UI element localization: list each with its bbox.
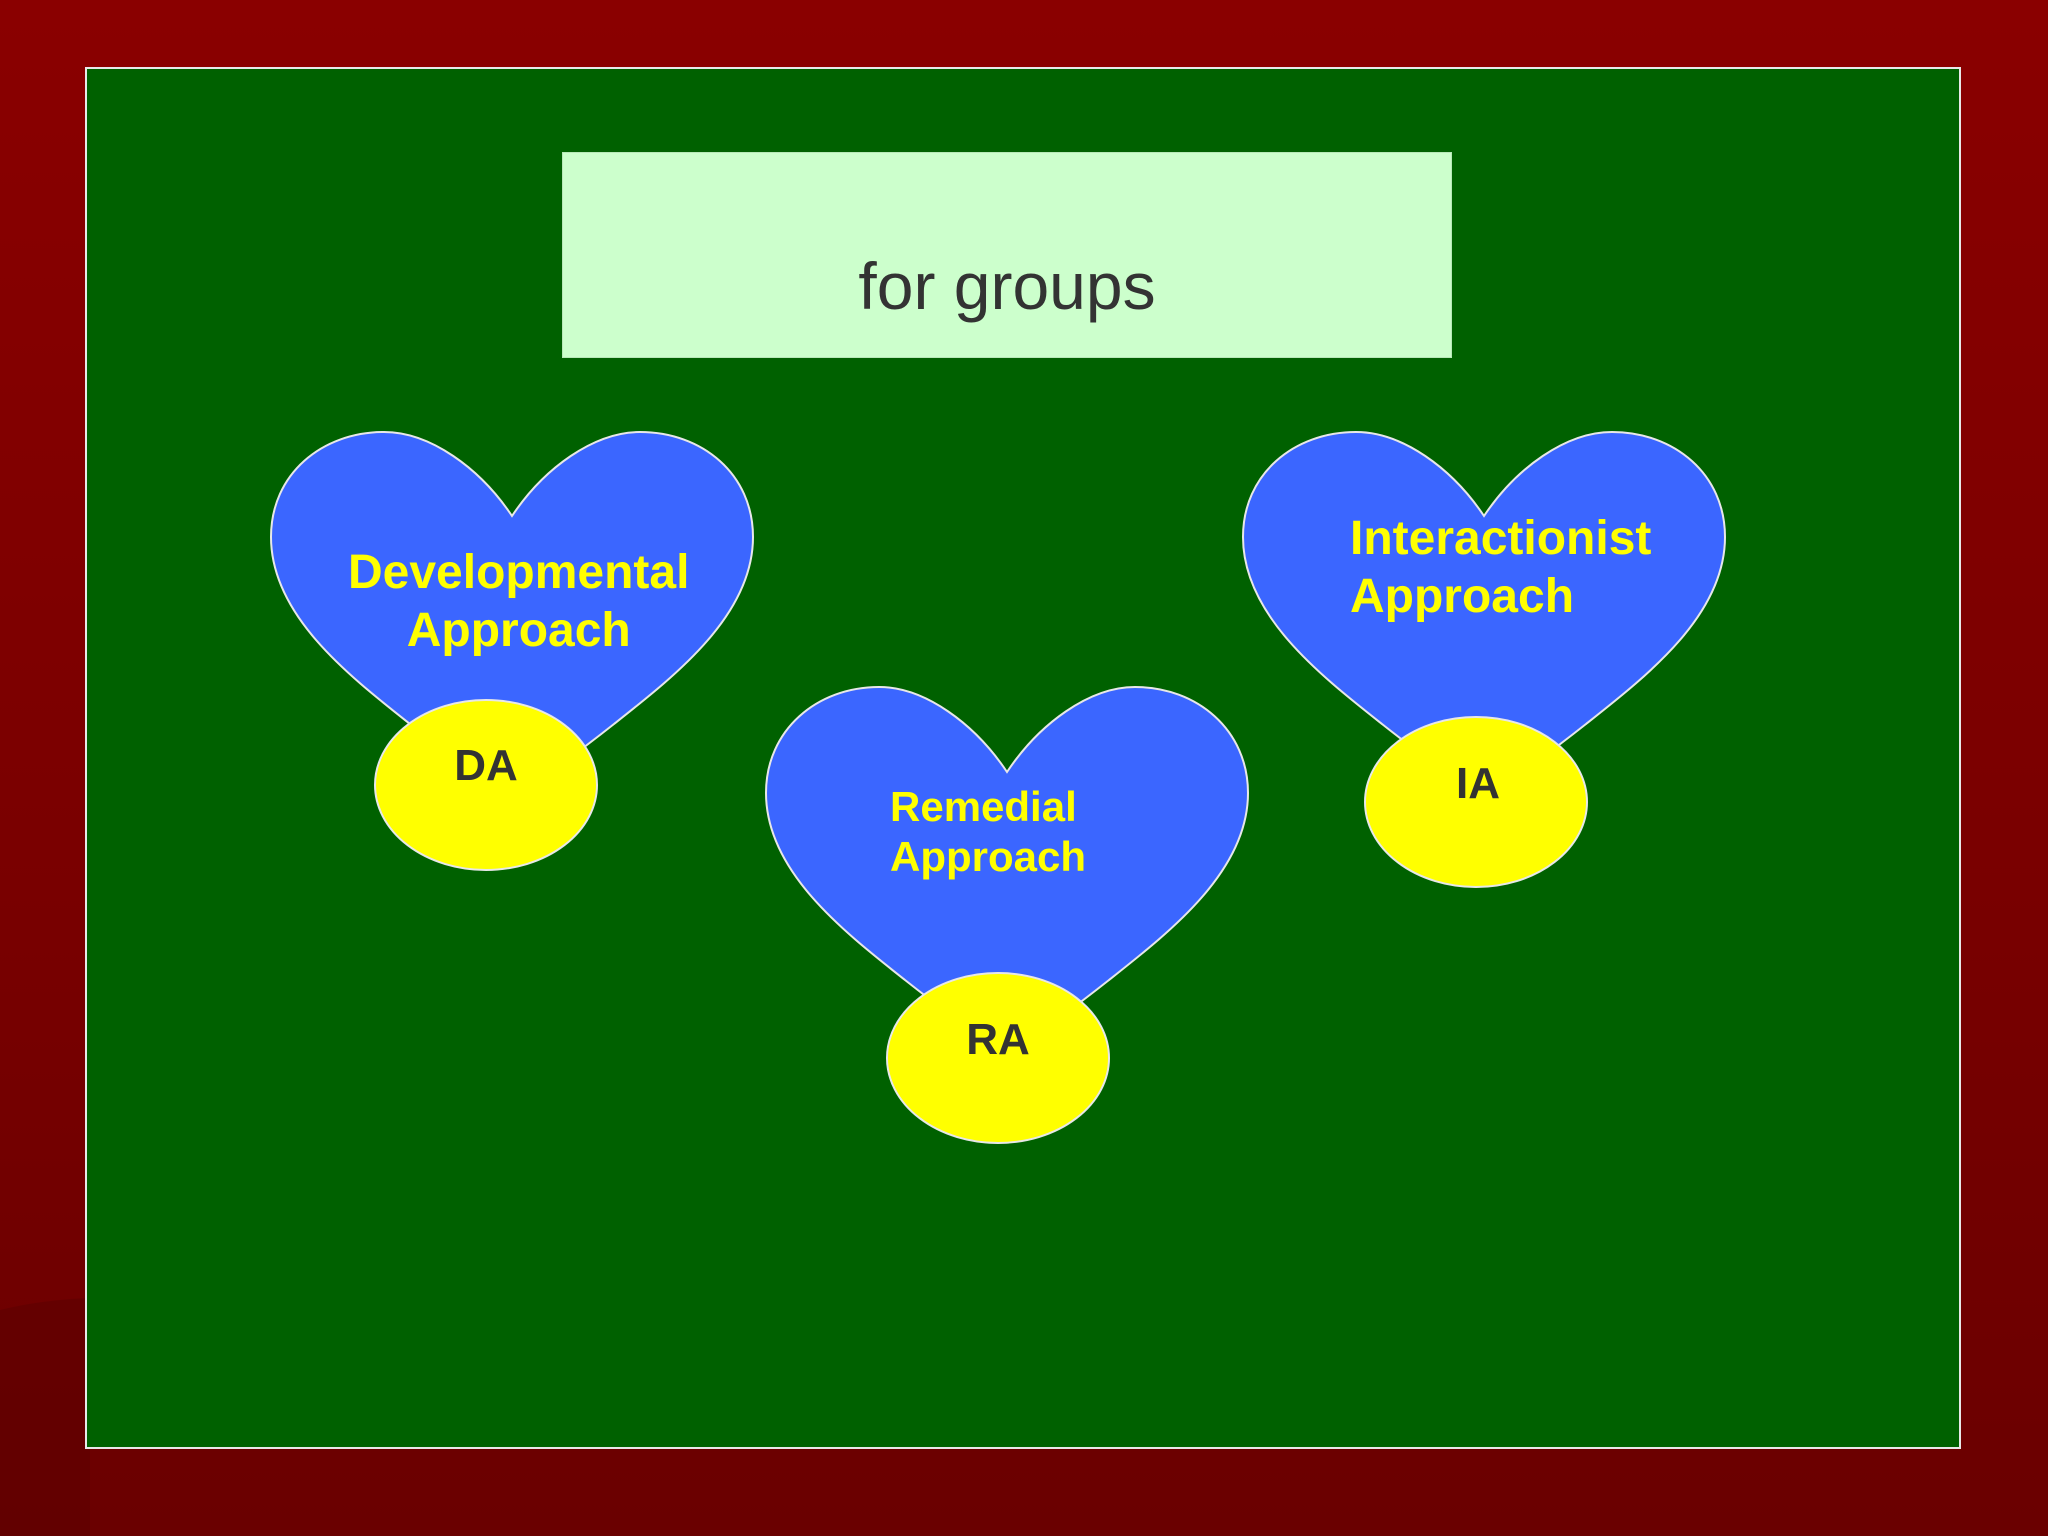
da-oval (374, 699, 598, 871)
interactionist-label-line1: Interactionist (1350, 512, 1652, 565)
remedial-label-line2: Approach (890, 833, 1087, 881)
remedial-label-line1: Remedial (890, 783, 1077, 830)
interactionist-label: Interactionist Approach (1350, 510, 1651, 625)
title-box: for groups (562, 152, 1452, 358)
ia-oval (1364, 716, 1588, 888)
developmental-label-line1: Developmental (348, 546, 690, 599)
interactionist-label-line2: Approach (1350, 569, 1575, 623)
da-label: DA (454, 741, 518, 790)
remedial-label: Remedial Approach (890, 782, 1086, 883)
developmental-label: Developmental Approach (348, 544, 689, 659)
ra-oval (886, 972, 1110, 1144)
slide-title: for groups (858, 249, 1156, 323)
ra-label: RA (966, 1015, 1030, 1064)
developmental-label-line2: Approach (406, 603, 631, 657)
ia-label: IA (1456, 759, 1500, 808)
